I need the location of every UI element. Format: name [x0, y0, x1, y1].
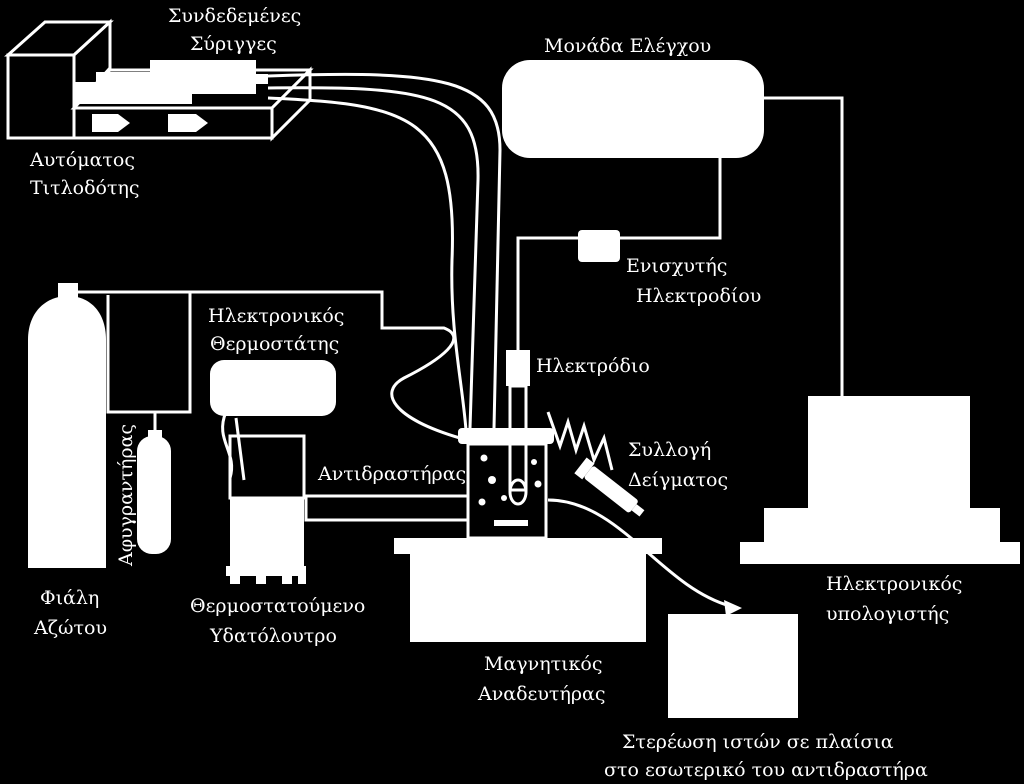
electronic-thermostat	[210, 360, 336, 416]
label-thermostat-line1: Ηλεκτρονικός	[208, 305, 344, 327]
label-titrator-line1: Αυτόματος	[29, 149, 135, 171]
label-fixation-line1: Στερέωση ιστών σε πλαίσια	[622, 731, 894, 753]
label-bath-line1: Θερμοστατούμενο	[190, 595, 365, 617]
connection-lines	[78, 72, 844, 616]
label-humidifier: Αφυγραντήρας	[115, 424, 137, 567]
water-bath	[226, 434, 306, 584]
label-electrode: Ηλεκτρόδιο	[536, 355, 650, 377]
label-reactor: Αντιδραστήρας	[317, 463, 466, 485]
electrode	[506, 350, 530, 506]
label-stirrer-line1: Μαγνητικός	[484, 653, 603, 675]
connected-syringes	[74, 60, 268, 104]
electrode-amplifier	[578, 230, 620, 262]
nitrogen-bottle	[28, 283, 106, 568]
label-fixation-line2: στο εσωτερικό του αντιδραστήρα	[604, 759, 928, 781]
diagram-labels: Συνδεδεμένες Σύριγγες Αυτόματος Τιτλοδότ…	[29, 5, 962, 781]
reactor	[458, 428, 554, 540]
label-amplifier-line2: Ηλεκτροδίου	[636, 285, 761, 307]
label-bottle-line2: Αζώτου	[33, 617, 107, 639]
label-sampling-line2: Δείγματος	[628, 469, 728, 491]
label-amplifier-line1: Ενισχυτής	[626, 255, 727, 277]
tissue-fixation-container	[668, 614, 798, 718]
label-thermostat-line2: Θερμοστάτης	[210, 333, 339, 355]
label-bottle-line1: Φιάλη	[40, 587, 99, 609]
sample-collection-syringe	[574, 457, 645, 517]
label-syringes-line2: Σύριγγες	[190, 33, 277, 55]
label-sampling-line1: Συλλογή	[628, 439, 711, 461]
label-control-unit: Μονάδα Ελέγχου	[544, 35, 711, 57]
label-syringes-line1: Συνδεδεμένες	[168, 5, 301, 27]
magnetic-stirrer	[394, 538, 662, 642]
humidifier	[137, 430, 171, 554]
computer	[740, 396, 1020, 564]
label-computer-line2: υπολογιστής	[826, 603, 949, 625]
label-computer-line1: Ηλεκτρονικός	[826, 573, 962, 595]
label-stirrer-line2: Αναδευτήρας	[477, 683, 605, 705]
control-unit	[502, 60, 764, 158]
label-bath-line2: Υδατόλουτρο	[209, 625, 337, 647]
label-titrator-line2: Τιτλοδότης	[30, 177, 140, 199]
